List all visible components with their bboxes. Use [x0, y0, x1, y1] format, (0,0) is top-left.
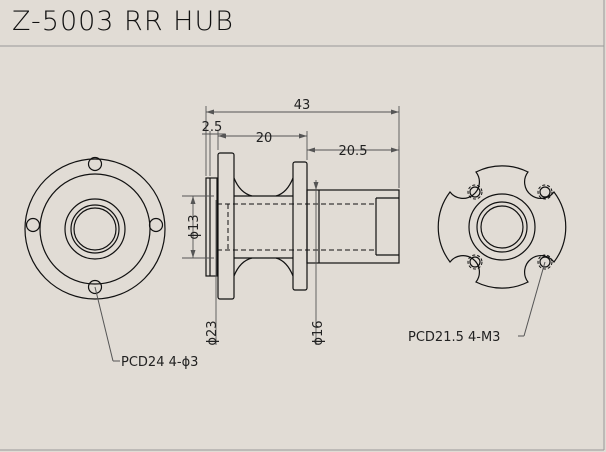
bolt-hole — [87, 156, 103, 172]
threaded-hole — [539, 256, 551, 268]
threaded-hole — [469, 256, 481, 268]
dim-shaft-length: 20.5 — [339, 144, 368, 159]
dim-overall-length: 43 — [294, 98, 311, 113]
dim-hub-body-length: 20 — [256, 131, 273, 146]
drawing-title: Z-5003 RR HUB — [12, 6, 234, 37]
threaded-hole — [469, 186, 481, 198]
left-callout-leader — [94, 286, 120, 362]
left-pcd-callout: PCD24 4-ϕ3 — [121, 355, 198, 370]
dim-flange-thickness: 2.5 — [202, 120, 223, 135]
dim-diameter-23: ϕ23 — [205, 320, 220, 345]
right-hub-view — [437, 165, 567, 289]
bolt-hole — [25, 217, 41, 233]
dimension-lines — [182, 106, 400, 345]
right-hub-thread-marks — [467, 184, 553, 270]
right-pcd-callout: PCD21.5 4-M3 — [408, 330, 500, 345]
dimension-arrowheads — [190, 109, 399, 258]
bolt-hole — [148, 217, 164, 233]
right-callout-leader — [518, 261, 546, 337]
dim-diameter-13: ϕ13 — [187, 214, 202, 239]
hub-side-view — [205, 152, 400, 300]
hub-hidden-lines — [217, 203, 376, 251]
threaded-hole — [539, 186, 551, 198]
dim-diameter-16: ϕ16 — [311, 320, 326, 345]
bolt-hole — [87, 279, 103, 295]
left-flange-view — [24, 156, 166, 300]
